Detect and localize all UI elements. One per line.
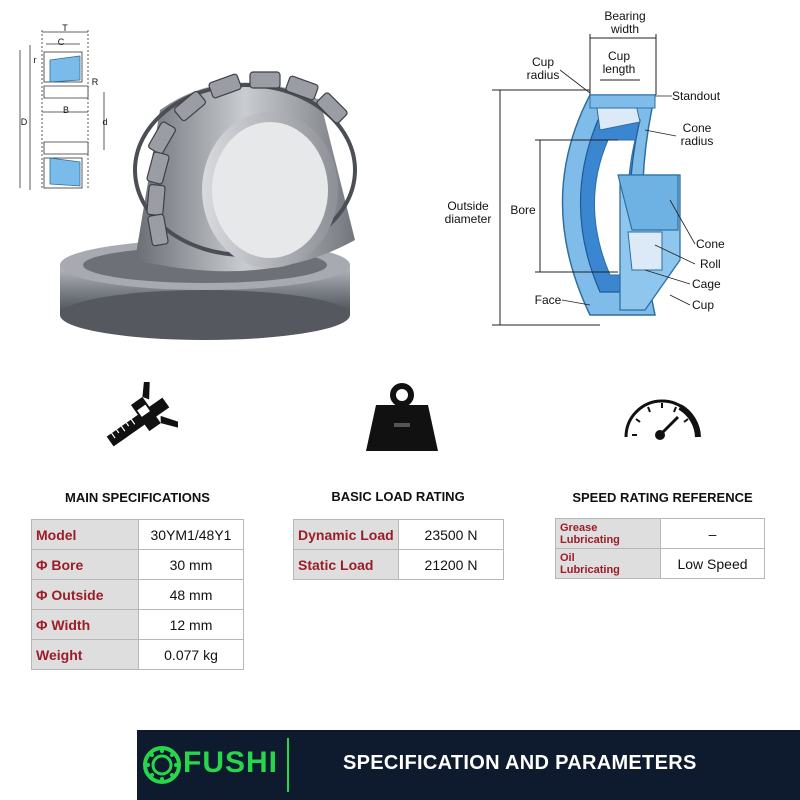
footer-title: SPECIFICATION AND PARAMETERS	[343, 752, 697, 774]
speed-key: Grease Lubricating	[555, 518, 661, 549]
load-key: Dynamic Load	[293, 519, 399, 550]
cup-radius-label: Cup radius	[526, 55, 560, 82]
table-row: Static Load 21200 N	[293, 549, 504, 580]
brand-name: FUSHI	[183, 746, 278, 779]
parts-diagram: Bearing width Cup length Cup radius Stan…	[440, 0, 800, 340]
weight-icon	[362, 383, 442, 455]
speed-value: Low Speed	[660, 548, 765, 579]
dimension-diagram: T C r R B D d	[0, 0, 120, 200]
table-row: Φ Width 12 mm	[31, 609, 244, 640]
spec-key: Weight	[31, 639, 139, 670]
spec-key: Φ Outside	[31, 579, 139, 610]
cup-length-label: Cup length	[602, 49, 636, 76]
cup-label: Cup	[692, 298, 715, 312]
dim-B-label: B	[62, 105, 69, 115]
speed-rating-title: SPEED RATING REFERENCE	[572, 490, 753, 505]
table-row: Dynamic Load 23500 N	[293, 519, 504, 550]
caliper-icon	[98, 378, 180, 462]
dim-C-label: C	[57, 37, 65, 47]
load-value: 23500 N	[398, 519, 504, 550]
speed-rating-table: Grease Lubricating – Oil Lubricating Low…	[555, 518, 765, 579]
main-specs-title: MAIN SPECIFICATIONS	[65, 490, 210, 505]
spec-value: 30YM1/48Y1	[138, 519, 244, 550]
dim-R-label: R	[91, 77, 99, 87]
bearing-width-label: Bearing width	[604, 9, 646, 36]
load-rating-title: BASIC LOAD RATING	[331, 489, 465, 504]
spec-key: Φ Bore	[31, 549, 139, 580]
cage-label: Cage	[692, 277, 721, 291]
brand-logo-icon	[142, 745, 182, 785]
table-row: Φ Bore 30 mm	[31, 549, 244, 580]
dim-d-label: d	[102, 117, 108, 127]
spec-value: 12 mm	[138, 609, 244, 640]
spec-key: Model	[31, 519, 139, 550]
spec-value: 48 mm	[138, 579, 244, 610]
outside-diameter-label: Outside diameter	[444, 199, 492, 226]
speedometer-icon	[620, 393, 704, 443]
footer-divider	[287, 738, 289, 792]
dim-r-label: r	[33, 55, 37, 65]
table-row: Φ Outside 48 mm	[31, 579, 244, 610]
dim-D-label: D	[20, 117, 28, 127]
table-row: Model 30YM1/48Y1	[31, 519, 244, 550]
roll-label: Roll	[700, 257, 721, 271]
dim-T-label: T	[62, 23, 68, 33]
footer-banner	[137, 730, 800, 800]
spec-value: 0.077 kg	[138, 639, 244, 670]
main-specs-table: Model 30YM1/48Y1 Φ Bore 30 mm Φ Outside …	[31, 519, 244, 670]
load-key: Static Load	[293, 549, 399, 580]
table-row: Weight 0.077 kg	[31, 639, 244, 670]
bore-label: Bore	[510, 203, 536, 217]
table-row: Oil Lubricating Low Speed	[555, 548, 765, 579]
cone-radius-label: Cone radius	[680, 121, 714, 148]
load-value: 21200 N	[398, 549, 504, 580]
load-rating-table: Dynamic Load 23500 N Static Load 21200 N	[293, 519, 504, 580]
speed-value: –	[660, 518, 765, 549]
speed-key: Oil Lubricating	[555, 548, 661, 579]
bearing-photo	[55, 50, 375, 340]
spec-key: Φ Width	[31, 609, 139, 640]
standout-label: Standout	[672, 89, 721, 103]
spec-value: 30 mm	[138, 549, 244, 580]
table-row: Grease Lubricating –	[555, 518, 765, 549]
face-label: Face	[534, 293, 562, 307]
cone-label: Cone	[696, 237, 725, 251]
